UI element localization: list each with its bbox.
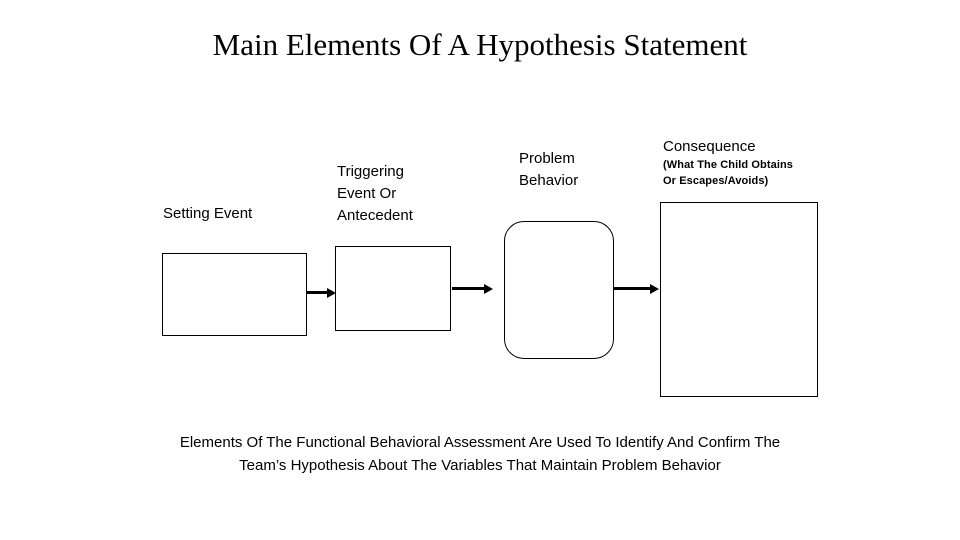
caption: Elements Of The Functional Behavioral As… — [0, 431, 960, 477]
stage-label-consequence: Consequence — [663, 138, 756, 155]
stage-label-setting-event: Setting Event — [163, 205, 253, 222]
caption-line-2: Team’s Hypothesis About The Variables Th… — [239, 457, 721, 474]
arrow-right-icon — [307, 291, 328, 294]
page-title: Main Elements Of A Hypothesis Statement — [212, 27, 748, 62]
caption-line-1: Elements Of The Functional Behavioral As… — [179, 434, 781, 451]
stage-box-triggering-event[interactable] — [335, 246, 451, 331]
stage-label-problem-behavior: Problem Behavior — [519, 150, 579, 189]
stage-box-problem-behavior[interactable] — [504, 221, 614, 359]
stage-sublabel-consequence: (What The Child Obtains Or Escapes/Avoid… — [663, 159, 794, 187]
arrow-right-icon — [613, 287, 651, 290]
stage-box-consequence[interactable] — [660, 202, 818, 397]
arrow-right-icon — [452, 287, 485, 290]
stage-label-triggering-event: Triggering Event Or Antecedent — [337, 163, 413, 224]
stage-box-setting-event[interactable] — [162, 253, 307, 336]
